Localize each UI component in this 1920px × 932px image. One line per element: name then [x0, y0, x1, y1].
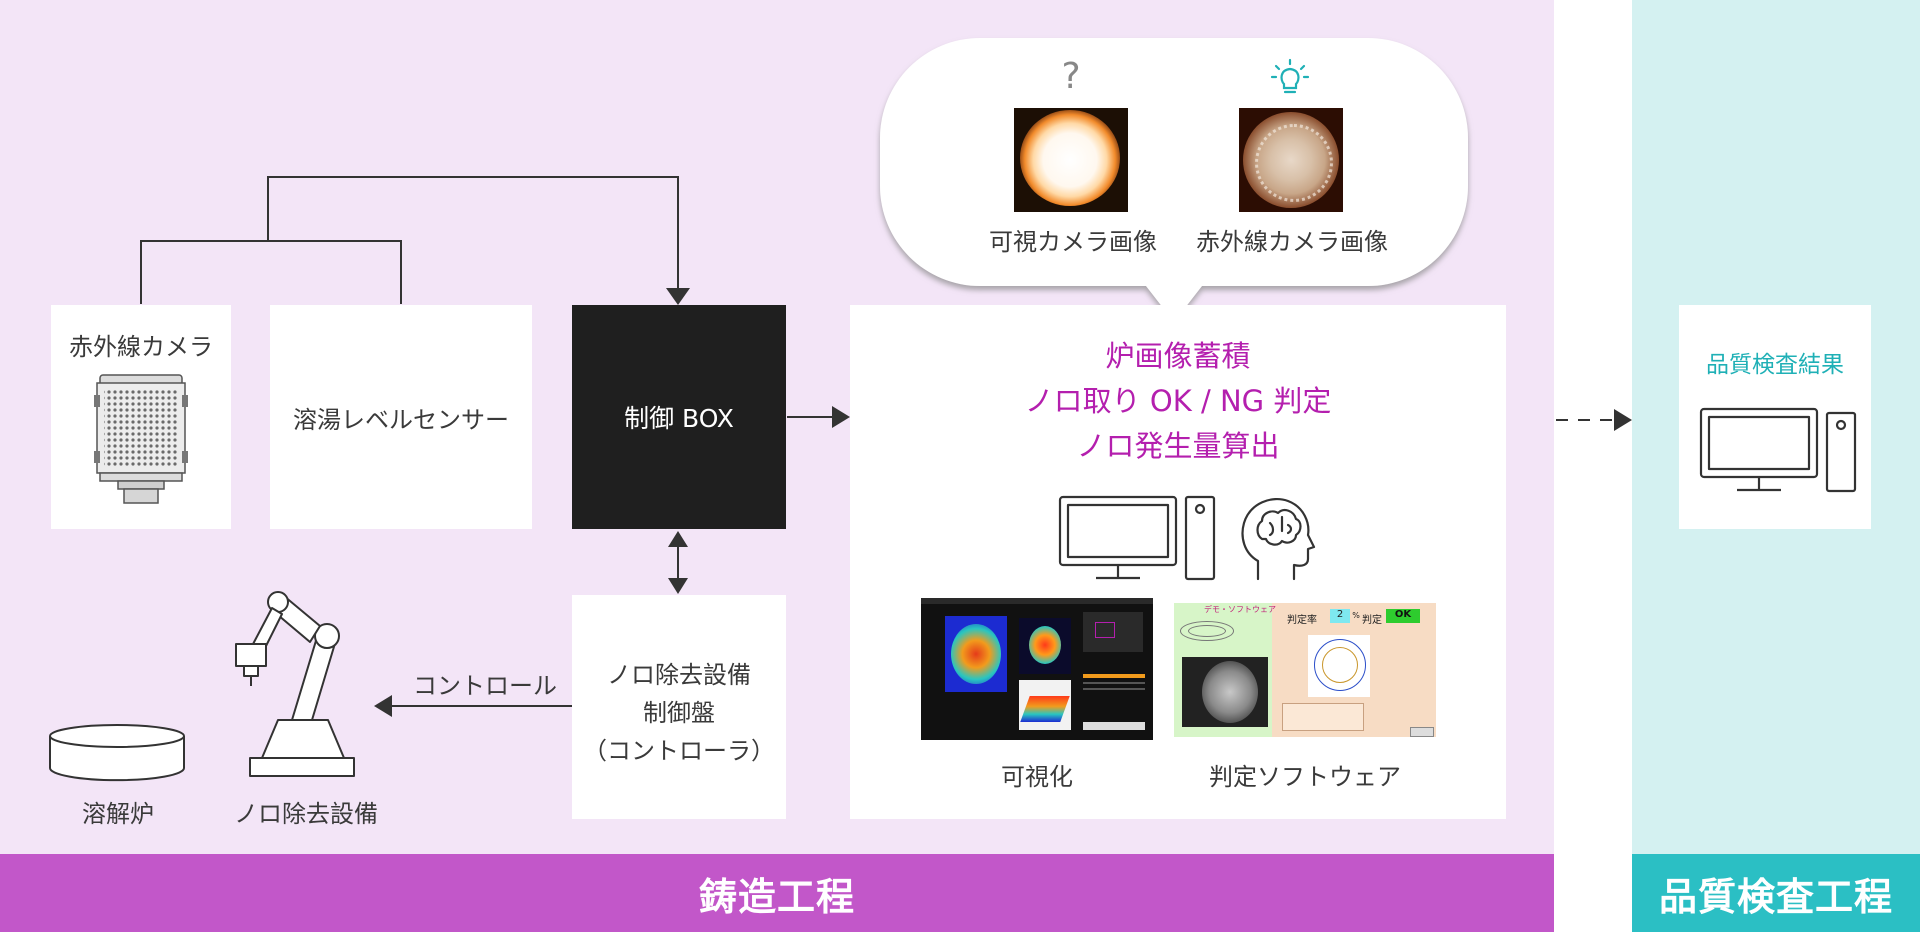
controller-label-line3: （コントローラ）	[583, 737, 775, 765]
ratio-value: 2	[1330, 609, 1350, 623]
ratio-label: 判定率	[1287, 615, 1317, 626]
ir-camera-node: 赤外線カメラ	[51, 305, 231, 529]
ir-camera-device-icon	[94, 374, 188, 504]
arrow-into-analysis	[832, 406, 850, 428]
ir-camera-label: 赤外線カメラ	[69, 333, 213, 361]
control-box-node: 制御 BOX	[572, 305, 786, 529]
controller-label-line2: 制御盤	[643, 699, 715, 727]
visible-camera-image	[1014, 108, 1128, 212]
judge-value: OK	[1386, 609, 1420, 623]
arrow-into-control-box	[666, 288, 690, 305]
control-edge-label: コントロール	[413, 672, 557, 700]
judgement-software-screenshot: デモ・ソフトウェア 判定率 2 % 判定 OK	[1174, 603, 1436, 737]
furnace-label: 溶解炉	[82, 800, 154, 828]
level-sensor-node: 溶湯レベルセンサー	[270, 305, 532, 529]
casting-process-label: 鋳造工程	[0, 854, 1554, 932]
judgement-software-label: 判定ソフトウェア	[1209, 763, 1401, 791]
control-box-label: 制御 BOX	[624, 404, 734, 433]
analysis-node: 炉画像蓄積 ノロ取り OK / NG 判定 ノロ発生量算出	[850, 305, 1506, 819]
quality-result-label: 品質検査結果	[1706, 352, 1844, 378]
ai-brain-head-icon	[1241, 497, 1316, 581]
desktop-computer-icon	[1058, 495, 1216, 581]
slag-equipment-label: ノロ除去設備	[234, 800, 378, 828]
question-icon: ?	[1061, 56, 1081, 97]
judge-label: 判定	[1362, 615, 1382, 626]
controller-label-line1: ノロ除去設備	[607, 661, 751, 689]
desktop-computer-icon	[1699, 407, 1857, 493]
level-sensor-label: 溶湯レベルセンサー	[293, 405, 509, 434]
arrow-into-quality	[1614, 409, 1632, 431]
analysis-line3: ノロ発生量算出	[1076, 429, 1280, 463]
arrow-down	[668, 578, 688, 594]
visualization-screenshot	[921, 598, 1153, 740]
visualization-label: 可視化	[1001, 763, 1073, 791]
lightbulb-icon	[1270, 58, 1310, 94]
quality-result-node: 品質検査結果	[1679, 305, 1871, 529]
melting-furnace-icon	[49, 724, 185, 782]
visible-camera-image-label: 可視カメラ画像	[989, 228, 1157, 256]
slag-removal-controller-node: ノロ除去設備 制御盤 （コントローラ）	[572, 595, 786, 819]
analysis-line2: ノロ取り OK / NG 判定	[1024, 384, 1332, 418]
arrow-into-robot	[374, 695, 392, 717]
robot-arm-icon	[235, 591, 355, 777]
quality-inspection-label: 品質検査工程	[1632, 854, 1920, 932]
infrared-camera-image-label: 赤外線カメラ画像	[1196, 228, 1388, 256]
software-title: デモ・ソフトウェア	[1204, 605, 1276, 614]
analysis-line1: 炉画像蓄積	[1105, 339, 1251, 373]
percent-label: %	[1352, 611, 1360, 620]
arrow-up	[668, 531, 688, 547]
infrared-camera-image	[1239, 108, 1343, 212]
sensor-to-control-line	[140, 176, 679, 304]
